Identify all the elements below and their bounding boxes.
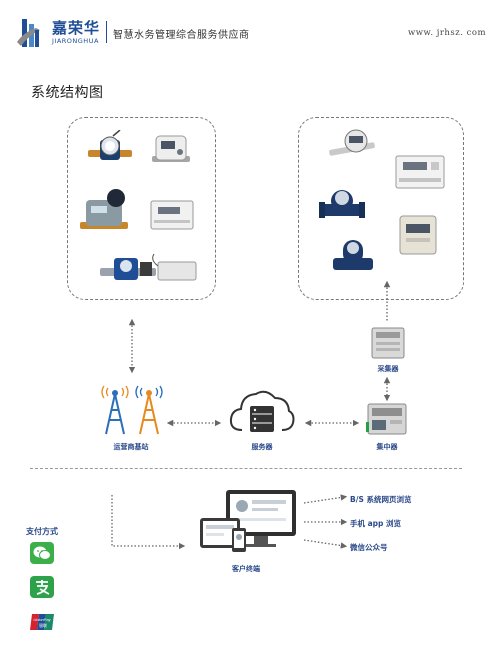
flange-water-meter-icon xyxy=(333,240,373,270)
prepaid-water-meter-icon xyxy=(80,189,128,229)
output-mobile-app: 手机 app 浏览 xyxy=(350,519,402,528)
alipay-icon xyxy=(30,576,54,598)
output-bs-web: B/S 系统网页浏览 xyxy=(350,495,412,504)
unionpay-cn-text: 银联 xyxy=(39,622,47,628)
brand-name: 嘉荣华 xyxy=(52,19,101,37)
section-title: 系统结构图 xyxy=(31,85,104,101)
unionpay-text: UnionPay xyxy=(33,617,51,622)
unionpay-icon: UnionPay 银联 xyxy=(30,610,54,632)
collector-device-icon xyxy=(371,327,405,359)
three-phase-meter-icon xyxy=(395,155,445,189)
slogan: 智慧水务管理综合服务供应商 xyxy=(113,30,250,41)
water-meter-icon xyxy=(88,130,132,160)
base-station-label: 运营商基站 xyxy=(113,443,149,451)
collector-label: 采集器 xyxy=(377,365,399,373)
header-divider xyxy=(106,21,107,43)
gas-meter-icon xyxy=(399,215,437,255)
cloud-server-icon xyxy=(229,390,295,432)
wechat-pay-icon xyxy=(30,542,54,564)
header: 嘉荣华 JIARONGHUA 智慧水务管理综合服务供应商 www. jrhsz.… xyxy=(0,0,503,60)
ultrasonic-water-meter-icon xyxy=(329,129,375,156)
company-logo-icon xyxy=(17,19,40,47)
payment-methods-title: 支付方式 xyxy=(26,527,58,536)
website-url[interactable]: www. jrhsz. com xyxy=(408,28,487,38)
brand-pinyin: JIARONGHUA xyxy=(52,37,99,45)
concentrator-device-icon xyxy=(366,403,407,435)
meter-group-right xyxy=(298,117,464,300)
meter-group-left xyxy=(67,117,216,300)
din-rail-meter-icon xyxy=(150,200,194,230)
bulk-water-meter-icon xyxy=(319,190,365,218)
client-terminal-devices-icon xyxy=(200,490,296,552)
base-station-towers-icon xyxy=(101,385,163,435)
server-label: 服务器 xyxy=(251,443,273,451)
smart-water-meter-icon xyxy=(152,135,190,162)
client-terminal-label: 客户终端 xyxy=(232,565,260,573)
section-separator xyxy=(30,468,462,469)
output-wechat-account: 微信公众号 xyxy=(350,543,388,552)
meter-with-module-icon xyxy=(100,253,197,281)
concentrator-label: 集中器 xyxy=(376,443,398,451)
